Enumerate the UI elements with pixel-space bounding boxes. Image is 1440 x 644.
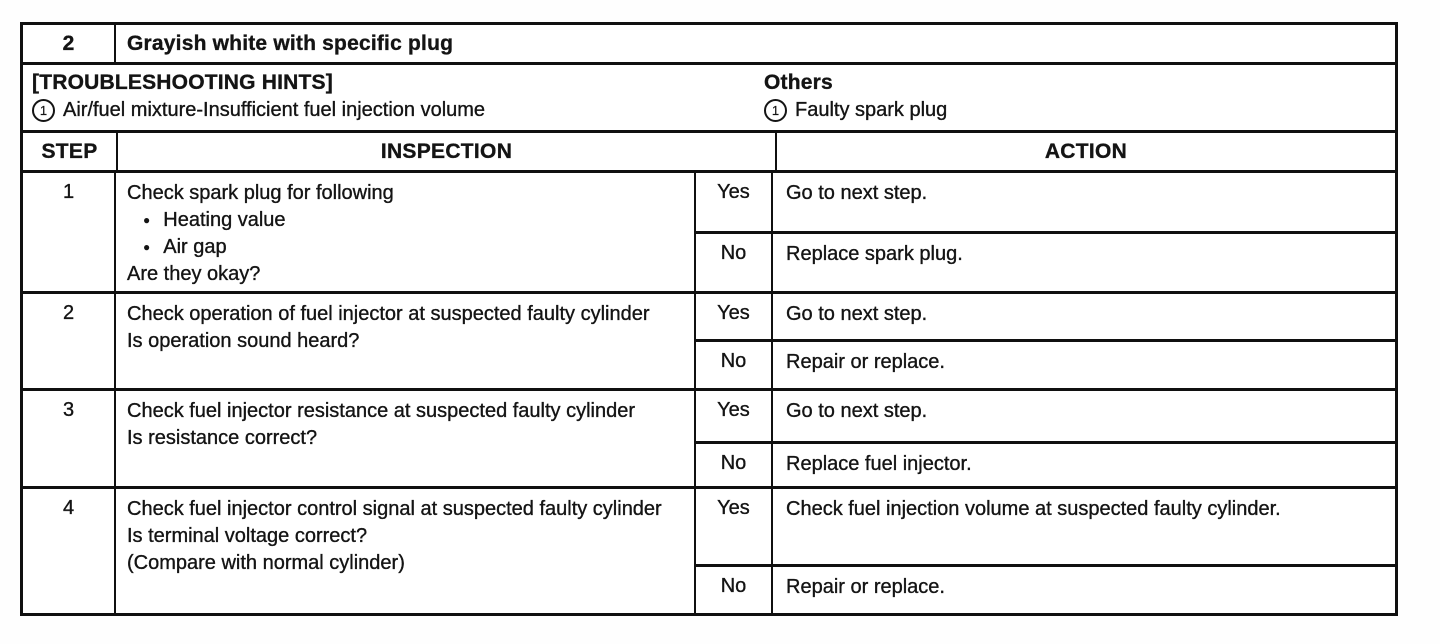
answer-cell: Yes — [696, 391, 773, 441]
action-cell: Replace fuel injector. — [786, 453, 972, 475]
inspection-cell: Check operation of fuel injector at susp… — [116, 294, 696, 388]
others-text: Faulty spark plug — [795, 99, 948, 121]
step-row: 3 Check fuel injector resistance at suspe… — [23, 391, 1395, 489]
inspection-text: Check fuel injector control signal at su… — [127, 498, 662, 520]
inspection-bullet-line: Heating value — [127, 207, 680, 234]
inspection-text: Check operation of fuel injector at susp… — [127, 303, 650, 325]
branch-row: No Repair or replace. — [696, 342, 1395, 388]
action-column-header: ACTION — [1044, 139, 1128, 163]
branch-row: No Replace fuel injector. — [696, 444, 1395, 486]
inspection-line: Is terminal voltage correct? — [127, 523, 680, 550]
inspection-text: Heating value — [163, 209, 286, 231]
branches: Yes Go to next step. No Replace fuel inject… — [696, 391, 1395, 486]
answer-cell: No — [696, 444, 773, 486]
inspection-line: Check fuel injector control signal at su… — [127, 496, 680, 523]
step-number-cell: 3 — [23, 391, 116, 486]
branch-row: Yes Go to next step. — [696, 294, 1395, 342]
step-number-cell: 2 — [23, 294, 116, 388]
action-cell: Repair or replace. — [786, 351, 945, 373]
inspection-cell: Check fuel injector control signal at su… — [116, 489, 696, 613]
circled-number-icon: 1 — [32, 99, 55, 122]
troubleshooting-hints-row: [TROUBLESHOOTING HINTS] 1 Air/fuel mixtu… — [23, 65, 1395, 133]
answer-cell: Yes — [696, 294, 773, 339]
plug-condition-row: 2 Grayish white with specific plug — [23, 25, 1395, 65]
condition-description: Grayish white with specific plug — [127, 31, 454, 55]
inspection-cell: Check fuel injector resistance at suspec… — [116, 391, 696, 486]
branch-row: No Replace spark plug. — [696, 234, 1395, 291]
inspection-text: Check spark plug for following — [127, 182, 394, 204]
answer-cell: Yes — [696, 489, 773, 564]
inspection-line: Are they okay? — [127, 261, 680, 288]
troubleshooting-table: 2 Grayish white with specific plug [TROU… — [20, 22, 1398, 616]
branch-row: No Repair or replace. — [696, 567, 1395, 613]
answer-cell: Yes — [696, 173, 773, 231]
branches: Yes Check fuel injection volume at suspec… — [696, 489, 1395, 613]
action-cell: Go to next step. — [786, 182, 928, 204]
circled-number-icon: 1 — [764, 99, 787, 122]
inspection-text: Air gap — [163, 236, 227, 258]
action-cell: Go to next step. — [786, 400, 928, 422]
branches: Yes Go to next step. No Replace spark plug. — [696, 173, 1395, 291]
hints-left-block: [TROUBLESHOOTING HINTS] 1 Air/fuel mixtu… — [32, 70, 485, 125]
action-cell: Replace spark plug. — [786, 243, 963, 265]
branch-row: Yes Check fuel injection volume at suspec… — [696, 489, 1395, 567]
step-row: 2 Check operation of fuel injector at sus… — [23, 294, 1395, 391]
answer-cell: No — [696, 234, 773, 291]
hints-others-block: Others 1 Faulty spark plug — [764, 70, 947, 125]
step-column-header: STEP — [23, 133, 118, 170]
inspection-text: Check fuel injector resistance at suspec… — [127, 400, 636, 422]
others-title: Others — [764, 71, 833, 94]
others-item: 1 Faulty spark plug — [764, 96, 947, 125]
inspection-line: Is resistance correct? — [127, 425, 680, 452]
hints-title: [TROUBLESHOOTING HINTS] — [32, 71, 333, 94]
answer-cell: No — [696, 567, 773, 613]
table-header-row: STEP INSPECTION ACTION — [23, 133, 1395, 173]
inspection-line: (Compare with normal cylinder) — [127, 550, 680, 577]
branches: Yes Go to next step. No Repair or replace. — [696, 294, 1395, 388]
condition-number-cell: 2 — [23, 25, 116, 62]
branch-row: Yes Go to next step. — [696, 391, 1395, 444]
inspection-text: Are they okay? — [127, 263, 261, 285]
step-number-cell: 1 — [23, 173, 116, 291]
inspection-text: (Compare with normal cylinder) — [127, 552, 405, 574]
inspection-text: Is operation sound heard? — [127, 330, 360, 352]
branch-row: Yes Go to next step. — [696, 173, 1395, 234]
step-row: 4 Check fuel injector control signal at s… — [23, 489, 1395, 613]
hint-text: Air/fuel mixture-Insufficient fuel injec… — [63, 99, 486, 121]
inspection-cell: Check spark plug for followingHeating va… — [116, 173, 696, 291]
inspection-line: Check fuel injector resistance at suspec… — [127, 398, 680, 425]
inspection-line: Is operation sound heard? — [127, 328, 680, 355]
inspection-line: Check spark plug for following — [127, 180, 680, 207]
inspection-text: Is resistance correct? — [127, 427, 318, 449]
inspection-text: Is terminal voltage correct? — [127, 525, 368, 547]
inspection-bullet-line: Air gap — [127, 234, 680, 261]
inspection-column-header: INSPECTION — [118, 133, 777, 170]
action-cell: Check fuel injection volume at suspected… — [786, 498, 1281, 520]
inspection-line: Check operation of fuel injector at susp… — [127, 301, 680, 328]
answer-cell: No — [696, 342, 773, 388]
hint-item: 1 Air/fuel mixture-Insufficient fuel inj… — [32, 96, 485, 125]
action-cell: Go to next step. — [786, 303, 928, 325]
step-number-cell: 4 — [23, 489, 116, 613]
action-cell: Repair or replace. — [786, 576, 945, 598]
